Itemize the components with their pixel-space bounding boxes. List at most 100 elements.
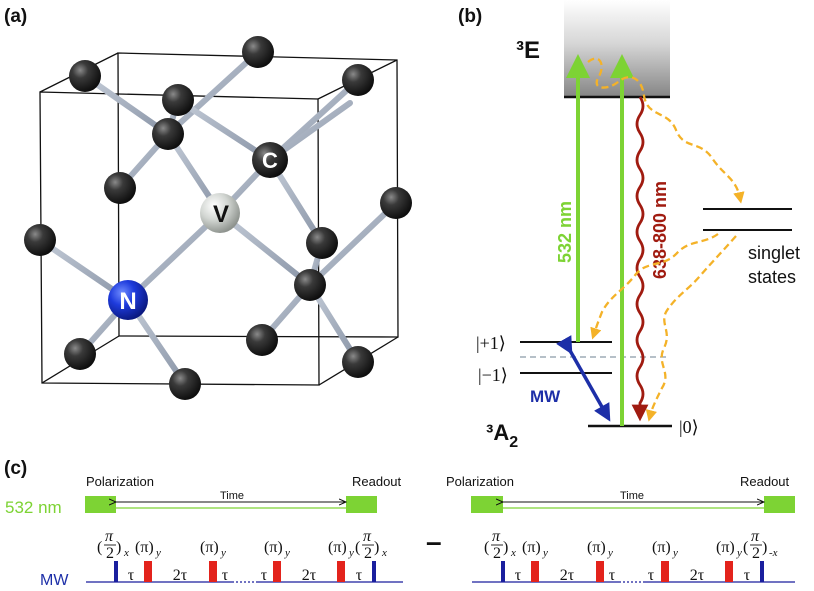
svg-text:y: y [220,547,226,559]
mw-pulse-pi2-left-end [372,561,376,582]
polarization-pulse-left [85,496,116,513]
svg-text:x: x [510,547,516,559]
pulse-label-left-piy-1: (π)y [135,539,161,559]
svg-text:(: ( [355,539,360,556]
svg-text:): ) [116,539,121,556]
svg-text:): ) [374,539,379,556]
green-laser-label: 532 nm [555,201,575,263]
level-zero-label: |0⟩ [679,417,699,437]
delay-left-4: τ [261,567,268,584]
svg-text:(π): (π) [328,539,347,556]
energy-level-diagram: ³E singlet states |+1⟩ |−1⟩ |0⟩ ³A2 532 … [476,0,800,451]
delay-left-6: τ [356,567,363,584]
excited-state-label: ³E [516,37,540,64]
svg-text:π: π [363,528,372,545]
singlet-label-line2: states [748,267,796,287]
difference-minus-sign: – [426,526,442,557]
mw-pulse-pi-left-4 [337,561,345,582]
svg-text:(: ( [484,539,489,556]
pulse-label-right-piy-2: (π)y [587,539,613,559]
mw-pulse-pi2-right-end [760,561,764,582]
nitrogen-label: N [119,288,136,315]
svg-text:π: π [105,528,114,545]
mw-pulse-pi-right-4 [725,561,733,582]
carbon-labeled-atom: C [252,142,288,178]
pulse-label-right-pi2-minus-x: ( π 2 ) -x [743,528,778,562]
delay-left-2: 2τ [173,567,188,584]
microwave-label: MW [530,387,561,406]
red-emission-arrow [631,96,649,422]
time-label-right: Time [620,490,644,502]
svg-text:(π): (π) [652,539,671,556]
svg-text:π: π [492,528,501,545]
delay-right-1: τ [515,567,522,584]
carbon-atoms [24,36,412,400]
svg-text:y: y [736,547,742,559]
svg-text:(: ( [743,539,748,556]
svg-text:-x: -x [769,547,778,559]
pulse-label-left-piy-2: (π)y [200,539,226,559]
intersystem-crossing-paths [587,57,745,422]
mw-pulse-pi-left-1 [144,561,152,582]
ground-state-label: ³A2 [486,420,518,451]
readout-label-right: Readout [740,474,790,489]
svg-text:x: x [381,547,387,559]
delay-right-3: τ [609,567,616,584]
svg-text:y: y [348,547,354,559]
polarization-pulse-right [471,496,503,513]
pulse-label-left-pi2x: ( π 2 ) x [97,528,129,562]
readout-pulse-right [764,496,795,513]
vacancy-label: V [213,201,229,228]
mw-pulse-pi2-left-start [114,561,118,582]
panel-c-label: (c) [4,458,27,479]
svg-text:2: 2 [106,545,114,562]
time-label-bg-right [620,494,644,500]
mw-pulse-pi-left-2 [209,561,217,582]
svg-text:): ) [762,539,767,556]
readout-pulse-left [346,496,377,513]
svg-text:(π): (π) [587,539,606,556]
svg-text:x: x [123,547,129,559]
svg-text:(: ( [97,539,102,556]
carbon-label: C [262,148,278,173]
level-minus-one-label: |−1⟩ [478,365,508,385]
svg-text:2: 2 [752,545,760,562]
svg-text:y: y [607,547,613,559]
sequence-right: Polarization Readout Time τ 2τ τ τ 2τ τ [446,474,795,584]
delay-left-3: τ [222,567,229,584]
delay-right-4: τ [648,567,655,584]
mw-pulse-pi-right-2 [596,561,604,582]
excited-state-band [564,0,670,97]
mw-pulse-pi-right-3 [661,561,669,582]
mw-row-label: MW [40,572,69,589]
svg-text:y: y [672,547,678,559]
time-label-left: Time [220,490,244,502]
delay-right-6: τ [744,567,751,584]
pulse-label-right-piy-3: (π)y [652,539,678,559]
mw-pulse-pi-left-3 [273,561,281,582]
pulse-sequence-panel: 532 nm MW – Polarization Readout Time [5,474,795,589]
mw-pulse-pi2-right-start [501,561,505,582]
delay-left-1: τ [128,567,135,584]
singlet-label-line1: singlet [748,243,800,263]
svg-text:2: 2 [493,545,501,562]
delay-left-5: 2τ [302,567,317,584]
nitrogen-atom: N [108,280,148,320]
time-label-bg-left [220,494,244,500]
svg-text:(π): (π) [135,539,154,556]
svg-text:y: y [542,547,548,559]
vacancy-atom: V [200,193,240,233]
pulse-label-left-piy-3: (π)y [264,539,290,559]
pulse-label-right-piy-1: (π)y [522,539,548,559]
sequence-left: Polarization Readout Time τ 2τ τ τ 2 [85,474,403,584]
laser-row-label: 532 nm [5,498,62,517]
svg-text:(π): (π) [200,539,219,556]
delay-right-5: 2τ [690,567,705,584]
svg-text:): ) [503,539,508,556]
svg-text:(π): (π) [716,539,735,556]
pulse-label-left-piy-4: (π)y [328,539,354,559]
svg-text:π: π [751,528,760,545]
pulse-label-right-pi2x: ( π 2 ) x [484,528,516,562]
panel-a-label: (a) [4,6,27,27]
